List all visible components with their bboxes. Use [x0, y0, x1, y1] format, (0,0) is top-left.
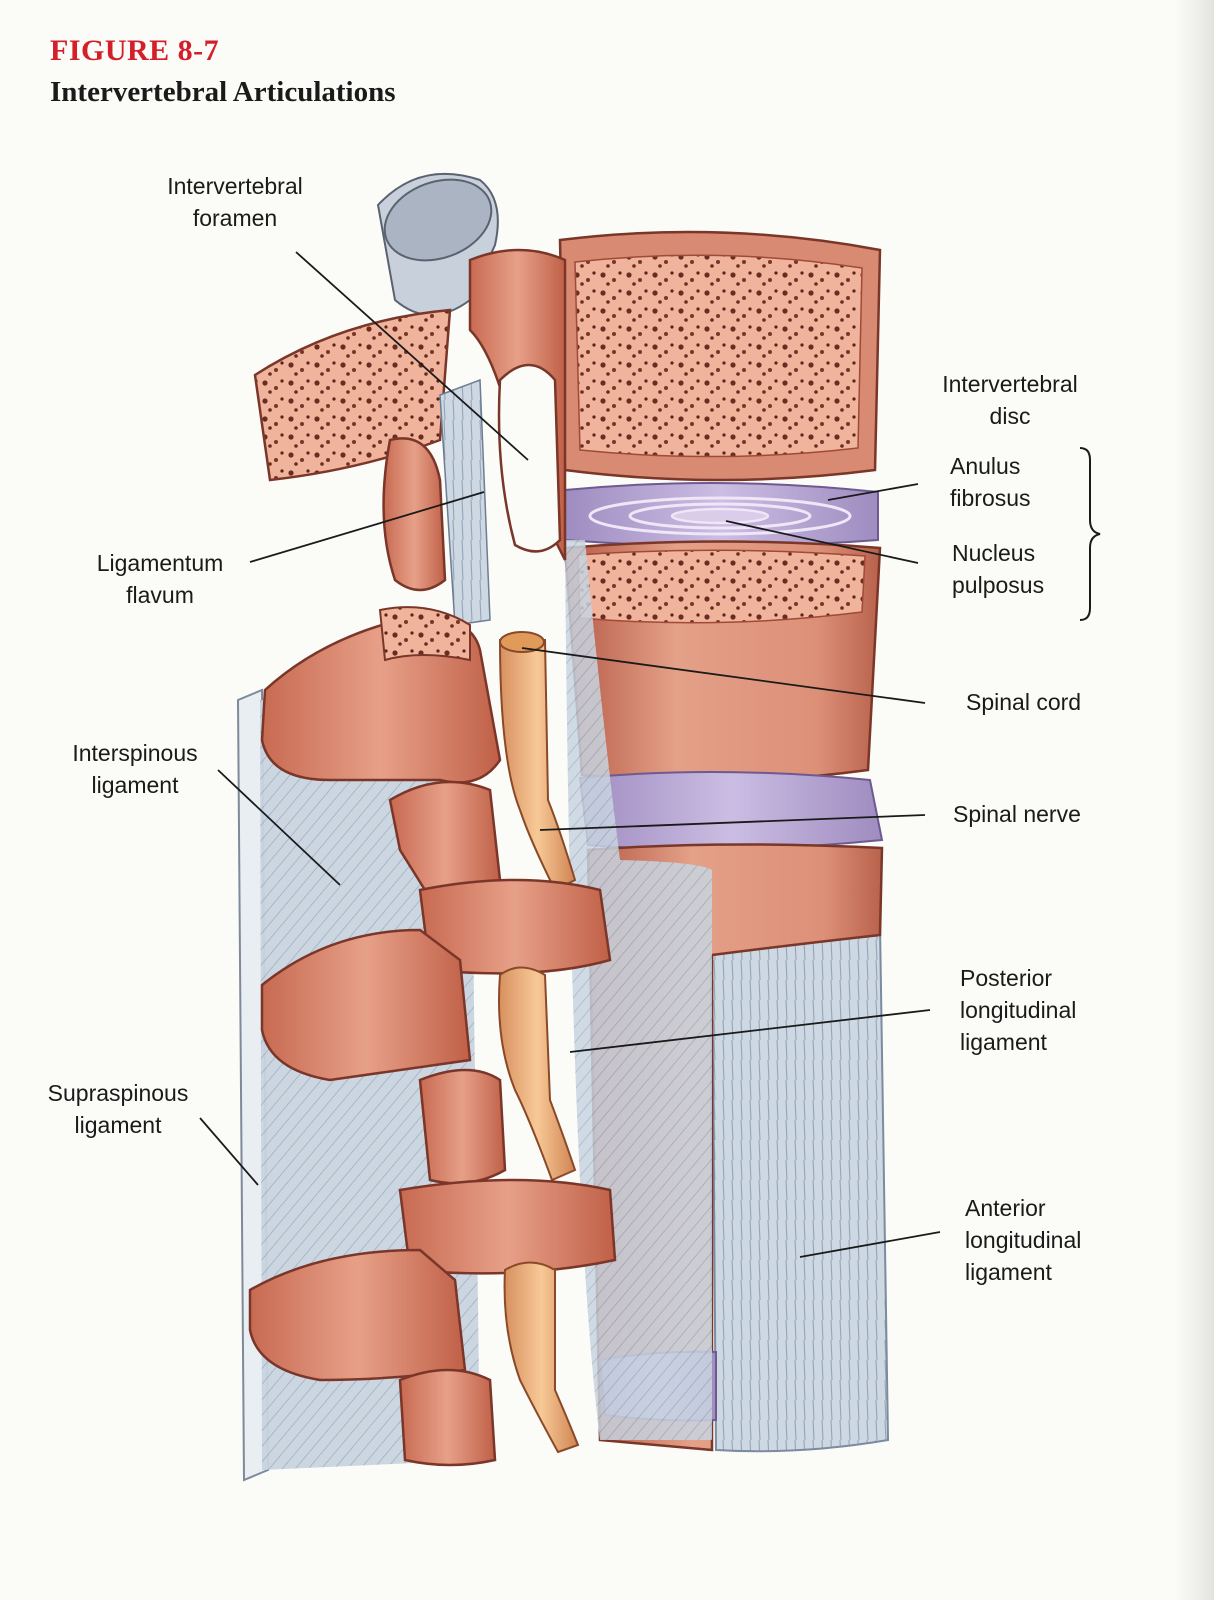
- figure-title: Intervertebral Articulations: [50, 76, 396, 108]
- spinous-process-1: [260, 616, 502, 784]
- ligamentum-flavum-shape: [439, 378, 491, 626]
- leader-anulus-fibrosus: [827, 483, 919, 501]
- label-anterior-longitudinal-ligament: Anterior longitudinal ligament: [965, 1195, 1082, 1285]
- anterior-longitudinal-ligament-shape: [712, 925, 888, 1452]
- leader-lines: [199, 251, 941, 1258]
- leader-spinal-cord: [521, 647, 926, 704]
- leader-nucleus-pulposus: [725, 520, 919, 564]
- leader-posterior-longitudinal-ligament: [569, 1009, 931, 1053]
- page-edge-shadow: [1174, 0, 1214, 1600]
- articular-column-upper: [382, 437, 447, 592]
- label-nucleus-pulposus: Nucleus pulposus: [952, 540, 1045, 598]
- label-interspinous-ligament: Interspinous ligament: [72, 740, 198, 798]
- disc-brace: [1079, 447, 1101, 621]
- leader-supraspinous-ligament: [199, 1117, 259, 1186]
- articular-process-3: [418, 1068, 507, 1185]
- label-anulus-fibrosus: Anulus fibrosus: [950, 453, 1031, 511]
- lower-intervertebral-disc: [578, 770, 884, 851]
- label-ligamentum-flavum: Ligamentum flavum: [96, 550, 224, 608]
- label-intervertebral-foramen: Intervertebral foramen: [167, 173, 303, 231]
- spinal-nerve-3: [503, 1261, 580, 1454]
- intervertebral-foramen-shape: [497, 363, 562, 553]
- spinal-cord-shape: [498, 639, 577, 892]
- leader-intervertebral-foramen: [295, 251, 529, 461]
- label-intervertebral-disc: Intervertebral disc: [942, 371, 1078, 429]
- lamina-1: [378, 606, 471, 662]
- leader-anterior-longitudinal-ligament: [799, 1231, 941, 1258]
- articular-process-4: [398, 1368, 497, 1467]
- label-supraspinous-ligament: Supraspinous ligament: [47, 1080, 189, 1138]
- lamina-2: [418, 878, 612, 975]
- lamina-3: [398, 1178, 617, 1275]
- label-posterior-longitudinal-ligament: Posterior longitudinal ligament: [960, 965, 1077, 1055]
- leader-interspinous-ligament: [217, 769, 341, 886]
- label-spinal-cord: Spinal cord: [966, 689, 1082, 715]
- spinal-nerve-2: [498, 966, 577, 1182]
- leader-ligamentum-flavum: [249, 491, 485, 563]
- figure-number: FIGURE 8-7: [50, 34, 220, 67]
- leader-spinal-nerve: [539, 814, 926, 831]
- label-spinal-nerve: Spinal nerve: [953, 801, 1081, 827]
- spinous-process-2: [260, 928, 472, 1082]
